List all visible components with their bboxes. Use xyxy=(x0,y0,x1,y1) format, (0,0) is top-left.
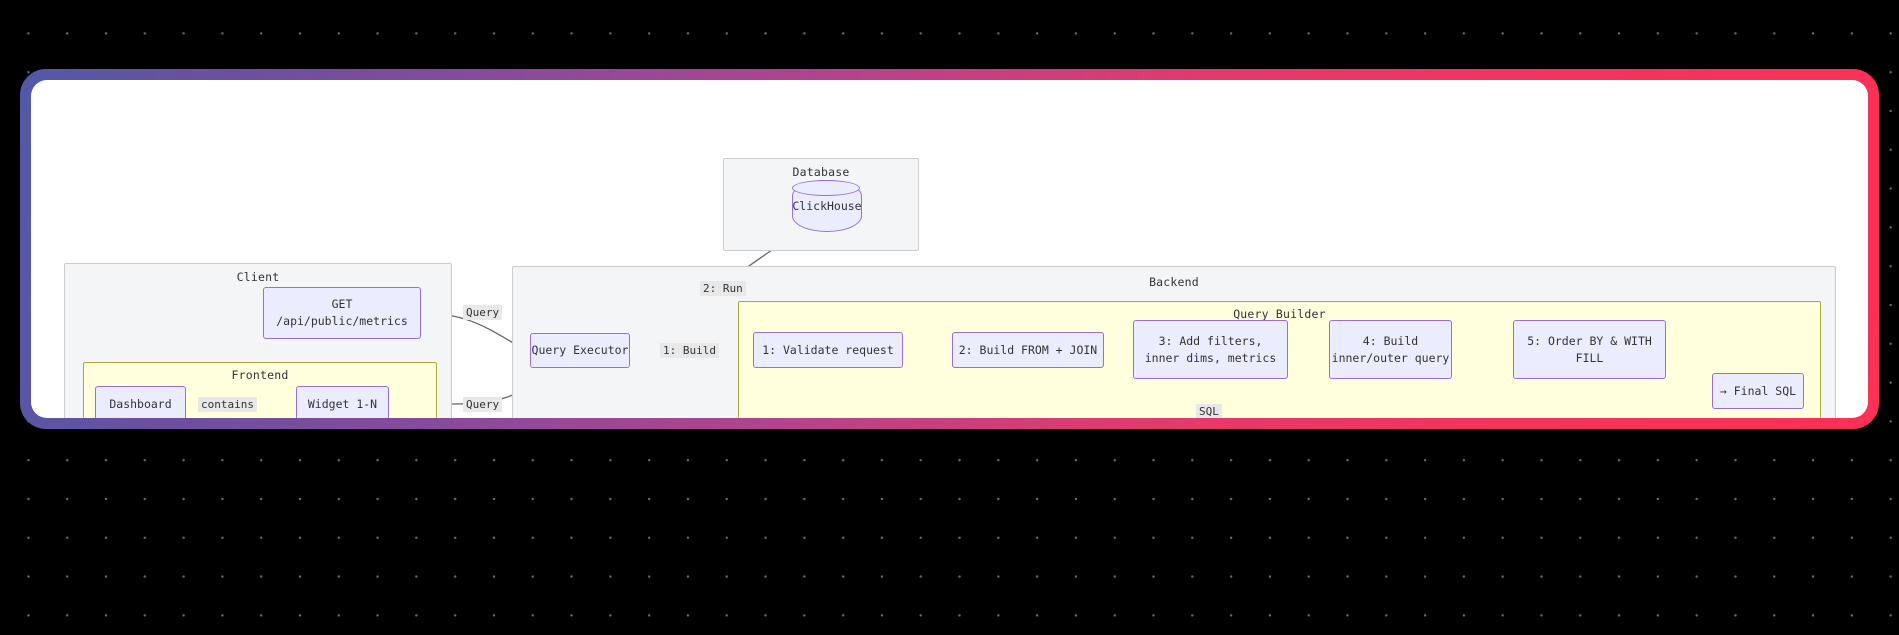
node-widget-label: Widget 1-N xyxy=(307,396,378,411)
node-step-5-line2: FILL xyxy=(1575,350,1604,365)
node-query-executor-label: Query Executor xyxy=(531,343,629,357)
diagram-card: Client GET /api/public/metrics Frontend … xyxy=(31,80,1868,418)
node-step-3-line1: 3: Add filters, xyxy=(1158,333,1263,348)
edge-label-query-top: Query xyxy=(463,305,503,320)
database-cylinder-icon xyxy=(792,180,860,196)
cluster-frontend-label: Frontend xyxy=(231,368,289,382)
edge-label-run: 2: Run xyxy=(700,281,746,296)
edge-label-build: 1: Build xyxy=(660,343,719,358)
node-step-4-line1: 4: Build xyxy=(1362,333,1419,348)
node-step-2-label: 2: Build FROM + JOIN xyxy=(958,342,1098,357)
node-final-sql-label: → Final SQL xyxy=(1719,383,1797,398)
node-get-endpoint[interactable]: GET /api/public/metrics xyxy=(263,287,421,339)
gradient-frame: Client GET /api/public/metrics Frontend … xyxy=(20,69,1879,429)
cluster-database-label: Database xyxy=(792,165,850,179)
node-get-endpoint-method: GET xyxy=(331,297,353,311)
node-dashboard[interactable]: Dashboard xyxy=(95,386,186,418)
node-step-3-line2: inner dims, metrics xyxy=(1144,350,1277,365)
edge-label-query-bottom: Query xyxy=(463,397,503,412)
edge-label-sql: SQL xyxy=(1196,404,1222,418)
node-step-2-build-from-join[interactable]: 2: Build FROM + JOIN xyxy=(952,332,1104,368)
architecture-diagram: Client GET /api/public/metrics Frontend … xyxy=(31,80,1868,418)
node-get-endpoint-path: /api/public/metrics xyxy=(276,314,408,328)
cluster-client-label: Client xyxy=(236,270,280,284)
node-step-1-validate-request[interactable]: 1: Validate request xyxy=(753,332,903,368)
node-final-sql[interactable]: → Final SQL xyxy=(1712,373,1804,409)
node-step-3-add-filters[interactable]: 3: Add filters, inner dims, metrics xyxy=(1133,320,1288,379)
node-query-executor[interactable]: Query Executor xyxy=(530,333,630,368)
node-widget[interactable]: Widget 1-N xyxy=(296,386,389,418)
node-clickhouse-label: ClickHouse xyxy=(792,199,862,213)
cluster-query-builder-label: Query Builder xyxy=(1233,307,1326,321)
node-step-5-order-by-with-fill[interactable]: 5: Order BY & WITH FILL xyxy=(1513,320,1666,379)
node-step-1-label: 1: Validate request xyxy=(762,342,894,357)
node-dashboard-label: Dashboard xyxy=(109,396,172,411)
node-step-4-build-inner-outer-query[interactable]: 4: Build inner/outer query xyxy=(1329,320,1452,379)
node-clickhouse[interactable]: ClickHouse xyxy=(792,180,862,232)
node-step-5-line1: 5: Order BY & WITH xyxy=(1527,333,1652,348)
cluster-backend-label: Backend xyxy=(1149,275,1199,289)
edge-label-contains: contains xyxy=(198,397,257,412)
node-step-4-line2: inner/outer query xyxy=(1331,350,1450,365)
